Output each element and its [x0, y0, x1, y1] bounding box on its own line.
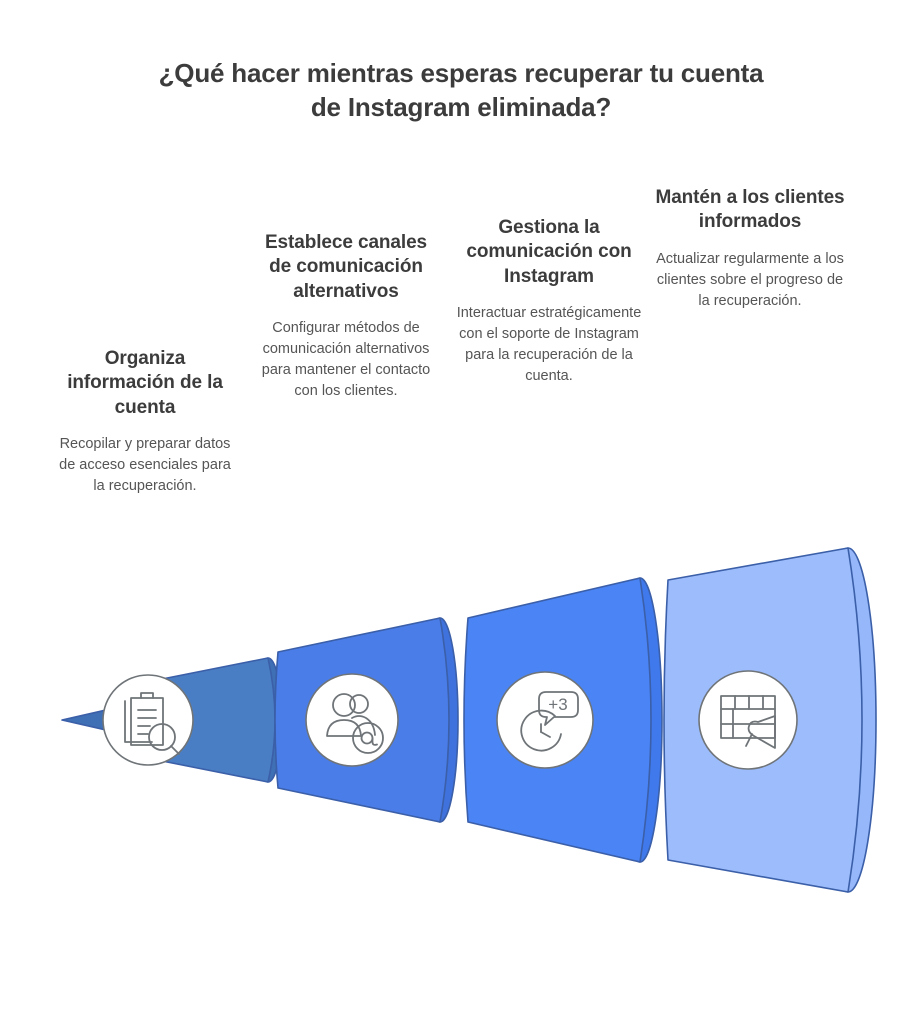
- calendar-megaphone-icon: [720, 695, 776, 749]
- icon-badge-4: [698, 670, 798, 770]
- stage-labels-container: Organiza información de la cuenta Recopi…: [52, 186, 845, 497]
- stage-body-2: Configurar métodos de comunicación alter…: [261, 319, 431, 399]
- clipboard-magnifier-icon: [124, 692, 180, 755]
- stage-icon-2-group[interactable]: [305, 673, 399, 767]
- page-title: ¿Qué hacer mientras esperas recuperar tu…: [158, 58, 764, 123]
- icon-badge-3: [496, 671, 594, 769]
- stage-body-4: Actualizar regularmente a los clientes s…: [656, 250, 844, 309]
- users-at-sign-icon: [326, 693, 384, 754]
- funnel-svg: +3: [61, 547, 877, 893]
- stage-body-1: Recopilar y preparar datos de acceso ese…: [59, 435, 231, 494]
- icon-badge-1: [102, 674, 194, 766]
- icon-badge-3-count: +3: [548, 695, 567, 714]
- stage-heading-3: Gestiona la comunicación con Instagram: [466, 217, 632, 287]
- icon-badge-2: [305, 673, 399, 767]
- stage-heading-2: Establece canales de comunicación altern…: [264, 232, 428, 302]
- stage-label-2: Establece canales de comunicación altern…: [253, 231, 439, 402]
- stage-heading-4: Mantén a los clientes informados: [655, 187, 845, 233]
- stage-label-3: Gestiona la comunicación con Instagram I…: [454, 216, 644, 387]
- stage-icon-4-group[interactable]: [698, 670, 798, 770]
- stage-body-3: Interactuar estratégicamente con el sopo…: [456, 304, 642, 384]
- stage-heading-1: Organiza información de la cuenta: [67, 348, 223, 418]
- stage-icon-3-group[interactable]: +3: [496, 671, 594, 769]
- clock-plus-three-bubble-icon: +3: [520, 691, 579, 752]
- stage-label-4: Mantén a los clientes informados Actuali…: [655, 186, 845, 312]
- stage-icon-1-group[interactable]: [102, 674, 194, 766]
- stage-label-1: Organiza información de la cuenta Recopi…: [52, 347, 238, 497]
- funnel-diagram: +3: [0, 500, 922, 920]
